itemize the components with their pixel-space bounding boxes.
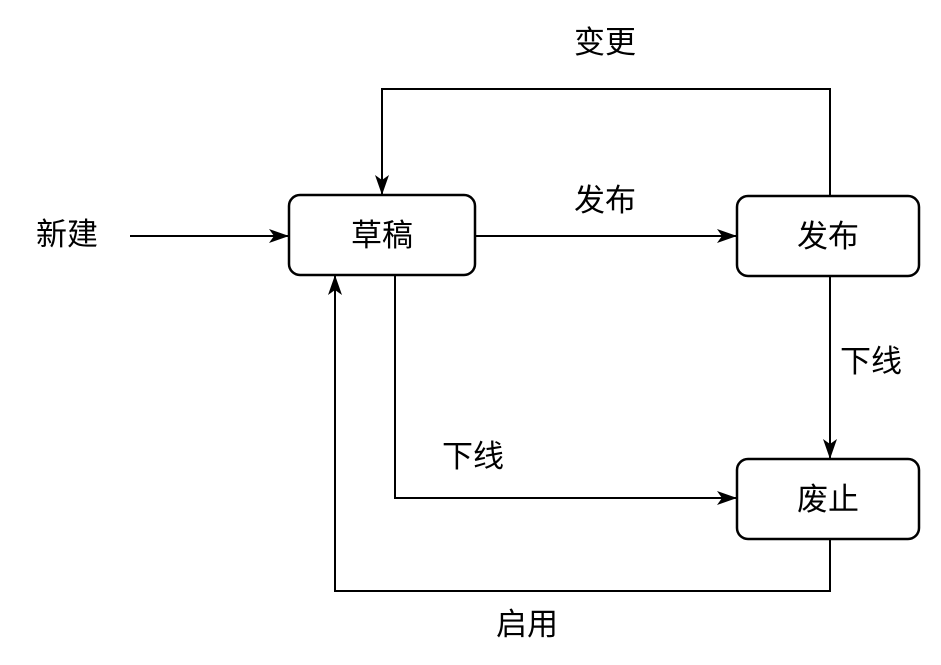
- node-published: [735, 194, 921, 278]
- edge-draft-to-deprecated: [394, 275, 737, 505]
- edge-label-offline-left: 下线: [442, 439, 504, 475]
- node-draft-label: 草稿: [351, 218, 413, 254]
- node-draft: [287, 193, 477, 277]
- edge-published-to-draft-change: [375, 88, 831, 196]
- edge-label-publish: 发布: [574, 183, 636, 219]
- edge-label-start: 新建: [36, 217, 98, 253]
- node-deprecated: [735, 457, 921, 541]
- edge-label-enable: 启用: [496, 607, 558, 643]
- edge-label-change: 变更: [574, 25, 636, 61]
- node-published-label: 发布: [797, 219, 859, 255]
- edge-label-offline-right: 下线: [840, 344, 902, 380]
- node-deprecated-label: 废止: [797, 482, 859, 518]
- edge-deprecated-to-draft-enable: [328, 275, 831, 592]
